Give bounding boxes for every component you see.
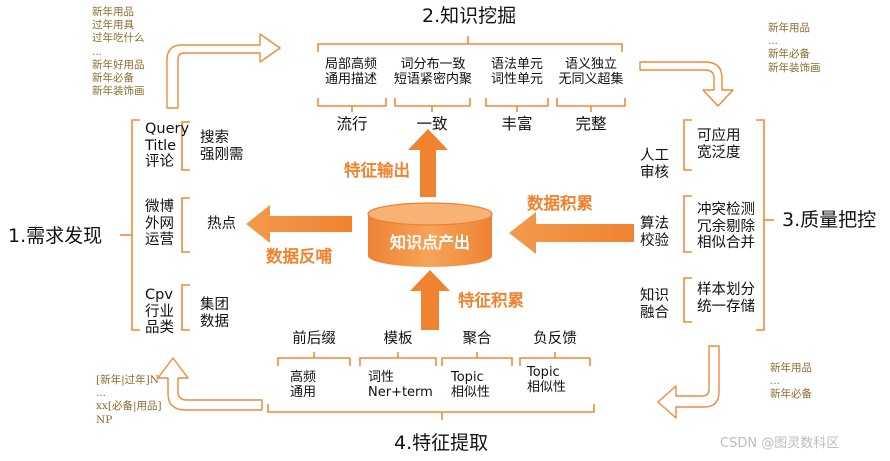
- demand-sources-hotspot: 微博 外网 运营: [145, 199, 174, 249]
- mining-desc-complete: 语义独立 无同义超集: [558, 57, 624, 87]
- extraction-label-template: 模板: [383, 331, 413, 347]
- feature-accumulation-arrow: [410, 270, 450, 330]
- extraction-label-affix: 前后缀: [292, 331, 336, 347]
- demand-result-group: 集团 数据: [200, 297, 229, 330]
- samples-top-right: 新年用品 ... 新年必备 新年装饰画: [768, 22, 821, 74]
- mining-desc-consistent: 词分布一致 短语紧密内聚: [393, 57, 472, 87]
- mining-label-popular: 流行: [336, 115, 368, 133]
- data-accumulation-label: 数据积累: [527, 194, 593, 213]
- extraction-desc-affix: 高频 通用: [290, 370, 317, 400]
- mining-label-rich: 丰富: [501, 115, 533, 133]
- quality-method-fusion: 知识 融合: [640, 288, 669, 321]
- samples-top-left: 新年用品 过年用具 过年吃什么 ... 新年好用品 新年必备 新年装饰画: [92, 6, 145, 98]
- demand-section-title: 1.需求发现: [8, 225, 103, 247]
- extraction-desc-negative: Topic 相似性: [527, 365, 567, 395]
- mining-desc-popular: 局部高频 通用描述: [324, 57, 377, 87]
- center-label: 知识点产出: [389, 233, 470, 252]
- demand-result-search: 搜索 强刚需: [200, 130, 244, 163]
- feature-accumulation-label: 特征积累: [458, 291, 524, 310]
- samples-bottom-left: [新年|过年]N ... xx[必备|用品] NP: [96, 374, 162, 426]
- extraction-section-title: 4.特征提取: [394, 432, 489, 454]
- demand-sources-search: Query Title 评论: [145, 121, 190, 171]
- extraction-label-aggregate: 聚合: [462, 331, 492, 347]
- cycle-arrow-top-left: [166, 33, 281, 109]
- mining-label-complete: 完整: [575, 115, 607, 133]
- feature-output-arrow: [408, 129, 448, 197]
- quality-detail-algorithm: 冲突检测 冗余剔除 相似合并: [697, 202, 755, 252]
- mining-bracket: [317, 36, 626, 112]
- quality-detail-fusion: 样本划分 统一存储: [697, 282, 755, 315]
- samples-bottom-right: 新年用品 ... 新年必备: [770, 362, 812, 401]
- extraction-bracket: [267, 352, 595, 420]
- mining-section-title: 2.知识挖掘: [422, 5, 517, 27]
- quality-detail-manual: 可应用 宽泛度: [697, 128, 741, 161]
- data-feedback-arrow: [246, 205, 352, 243]
- extraction-desc-template: 词性 Ner+term: [368, 370, 433, 400]
- cycle-arrow-bottom-left: [157, 357, 263, 411]
- cycle-arrow-top-right: [639, 61, 734, 107]
- knowledge-output-cylinder: [367, 202, 493, 267]
- demand-sources-group: Cpv 行业 品类: [145, 287, 174, 337]
- quality-method-algorithm: 算法 校验: [640, 216, 669, 249]
- extraction-desc-aggregate: Topic 相似性: [451, 370, 491, 400]
- mining-label-consistent: 一致: [416, 115, 448, 133]
- quality-section-title: 3.质量把控: [782, 209, 877, 231]
- demand-bracket: [120, 119, 190, 331]
- feature-output-label: 特征输出: [344, 161, 410, 180]
- watermark: CSDN @图灵数科区: [720, 436, 840, 451]
- demand-result-hotspot: 热点: [207, 216, 236, 232]
- quality-method-manual: 人工 审核: [640, 148, 669, 181]
- cycle-arrow-bottom-right: [657, 345, 720, 419]
- quality-bracket: [683, 119, 774, 331]
- extraction-label-negative: 负反馈: [533, 331, 577, 347]
- data-feedback-label: 数据反哺: [266, 247, 332, 266]
- data-accumulation-arrow: [509, 212, 634, 254]
- mining-desc-rich: 语法单元 词性单元: [490, 57, 543, 87]
